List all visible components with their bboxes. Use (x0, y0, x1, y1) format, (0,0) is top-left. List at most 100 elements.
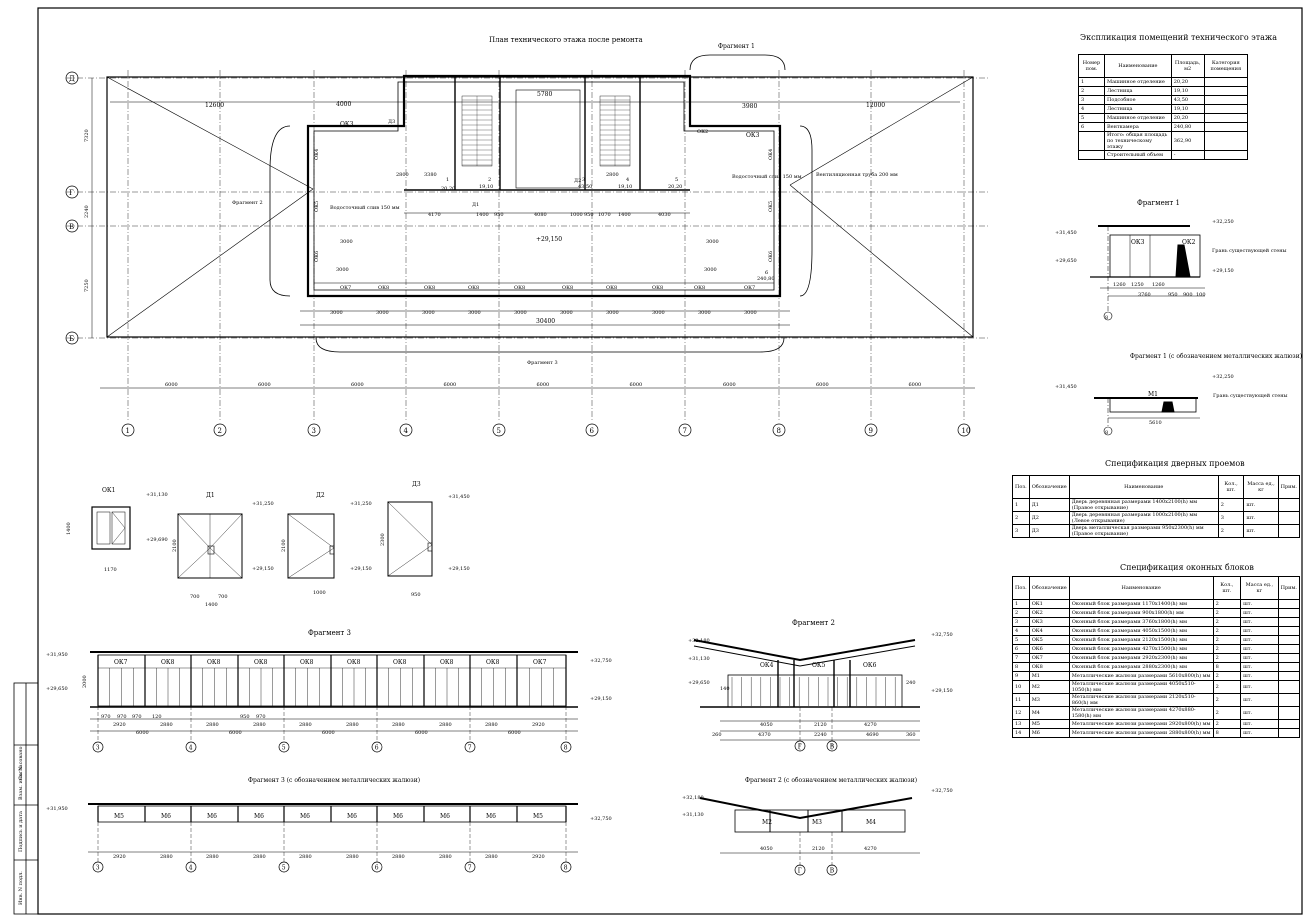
frag1-wall-note-2: Грань существующей стены (1213, 393, 1288, 399)
table-cell: Оконный блок размерами 2120х1500(h) мм (1068, 635, 1214, 645)
d3-dim-h: 2300 (380, 533, 386, 546)
frag1-m1: М1 (1148, 391, 1158, 398)
grid-axis-marker (121, 423, 135, 437)
frag3-bay-dim: 2880 (206, 722, 219, 728)
header-cell: Обозначение (1028, 576, 1070, 600)
plan-fragment-1: Фрагмент 1 (718, 43, 755, 50)
frag3-bay-dim: 2920 (532, 722, 545, 728)
table-cell: ОК4 (1028, 626, 1070, 636)
table-cell: шт. (1240, 617, 1279, 627)
plan-d3: Д3 (388, 119, 395, 125)
frag3-dim-6000: 6000 (508, 730, 521, 736)
sheet-frame (37, 7, 1303, 915)
table-cell: 43,50 (1170, 95, 1205, 105)
header-cell: Масса ед., кг (1243, 475, 1279, 499)
table-cell: Итого: общая площадь по техническому эта… (1103, 131, 1172, 151)
table-cell (1277, 662, 1301, 672)
fragment-3-bays: ОК7М5ОК8М6ОК8М6ОК8М6ОК8М6ОК8М6ОК8М6ОК8М6… (92, 655, 572, 873)
table-cell (1203, 113, 1249, 123)
table-cell: Подсобное (1103, 95, 1172, 105)
grid-span-dim: 6000 (444, 382, 457, 388)
table-cell: ОК7 (1028, 653, 1070, 663)
table-cell: Лестница (1103, 86, 1172, 96)
table-cell: ОК1 (1028, 599, 1070, 609)
table-cell: 12 (1012, 706, 1030, 720)
frag3-window-label: ОК8 (393, 659, 407, 666)
plan-bottom-dim: 3000 (330, 310, 343, 316)
table-cell (1277, 706, 1301, 720)
table-cell: 2 (1012, 608, 1030, 618)
ok1-dim-h: 1400 (66, 522, 72, 535)
windows-title: Спецификация оконных блоков (1120, 563, 1254, 572)
fragment-1-drawing (1090, 225, 1205, 436)
table-cell: шт. (1240, 653, 1279, 663)
frag1-title: Фрагмент 1 (1137, 199, 1180, 207)
frag1-dim: 3760 (1138, 292, 1151, 298)
plan-mid-dim: 1000 (570, 212, 583, 218)
frag3-window-label: ОК8 (486, 659, 500, 666)
table-cell: шт. (1240, 693, 1279, 707)
frag3-bay-dim: 2880 (346, 722, 359, 728)
d1-level-2: +29,150 (252, 566, 274, 572)
frag2-dim: 140 (720, 686, 730, 692)
frag3-dim-6000: 6000 (415, 730, 428, 736)
d3-level-2: +29,150 (448, 566, 470, 572)
grid-span-dim: 6000 (258, 382, 271, 388)
frag2-level-3: +29,650 (688, 680, 710, 686)
plan-area-4: 19,10 (618, 184, 632, 190)
frag1-level-2: +31,450 (1055, 230, 1077, 236)
table-cell: Металлические жалюзи размерами 5610х800(… (1068, 671, 1214, 681)
table-cell: 8 (1012, 662, 1030, 672)
frag2-title: Фрагмент 2 (792, 619, 835, 627)
table-cell: Оконный блок размерами 4050х1500(h) мм (1068, 626, 1214, 636)
frag3-blind-label: М5 (533, 813, 543, 820)
table-cell (1203, 104, 1249, 114)
grid-axis-label: 8 (777, 427, 781, 435)
table-cell: 7 (1012, 653, 1030, 663)
plan-dim-5780: 5780 (537, 91, 552, 98)
stamp-inv: Инв. N подл. (18, 871, 24, 905)
frag2-level-b1: +32,180 (682, 795, 704, 801)
table-cell: шт. (1243, 498, 1279, 512)
table-cell: 2 (1212, 693, 1242, 707)
plan-window-label: ОК8 (378, 285, 389, 291)
table-cell: 8 (1212, 662, 1242, 672)
table-cell (1277, 671, 1301, 681)
table-cell: - (1170, 150, 1205, 160)
plan-ok3-left: ОК3 (340, 121, 354, 128)
header-cell: Наименование (1103, 54, 1172, 78)
table-cell: Оконный блок размерами 4270х1500(h) мм (1068, 644, 1214, 654)
table-cell: шт. (1240, 635, 1279, 645)
table-cell: М2 (1028, 680, 1070, 694)
grid-row-label: Г (69, 189, 74, 197)
plan-area-3: 43,50 (578, 184, 592, 190)
frag3-level-2: +29,650 (46, 686, 68, 692)
table-cell (1277, 635, 1301, 645)
table-cell: Металлические жалюзи размерами 4050х510-… (1068, 680, 1214, 694)
frag3-dim-6000: 6000 (136, 730, 149, 736)
frag2-dim: 260 (712, 732, 722, 738)
table-cell (1277, 719, 1301, 729)
table-cell: М5 (1028, 719, 1070, 729)
frag3-bay-dim-b: 2880 (439, 854, 452, 860)
table-cell: 3 (1012, 524, 1030, 538)
table-cell: шт. (1240, 599, 1279, 609)
table-cell: 2 (1212, 671, 1242, 681)
plan-fragment-3: Фрагмент 3 (527, 360, 558, 366)
frag3-axis-b: 7 (468, 865, 472, 872)
plan-window-label: ОК8 (606, 285, 617, 291)
frag3-blind-label: М5 (114, 813, 124, 820)
table-cell (1277, 599, 1301, 609)
header-cell: Кол., шт. (1212, 576, 1242, 600)
frag3-small-dim: 970 (117, 714, 127, 720)
table-cell: Дверь деревянная размерами 1400х2100(h) … (1068, 498, 1219, 512)
d1-dim-h: 2100 (172, 539, 178, 552)
